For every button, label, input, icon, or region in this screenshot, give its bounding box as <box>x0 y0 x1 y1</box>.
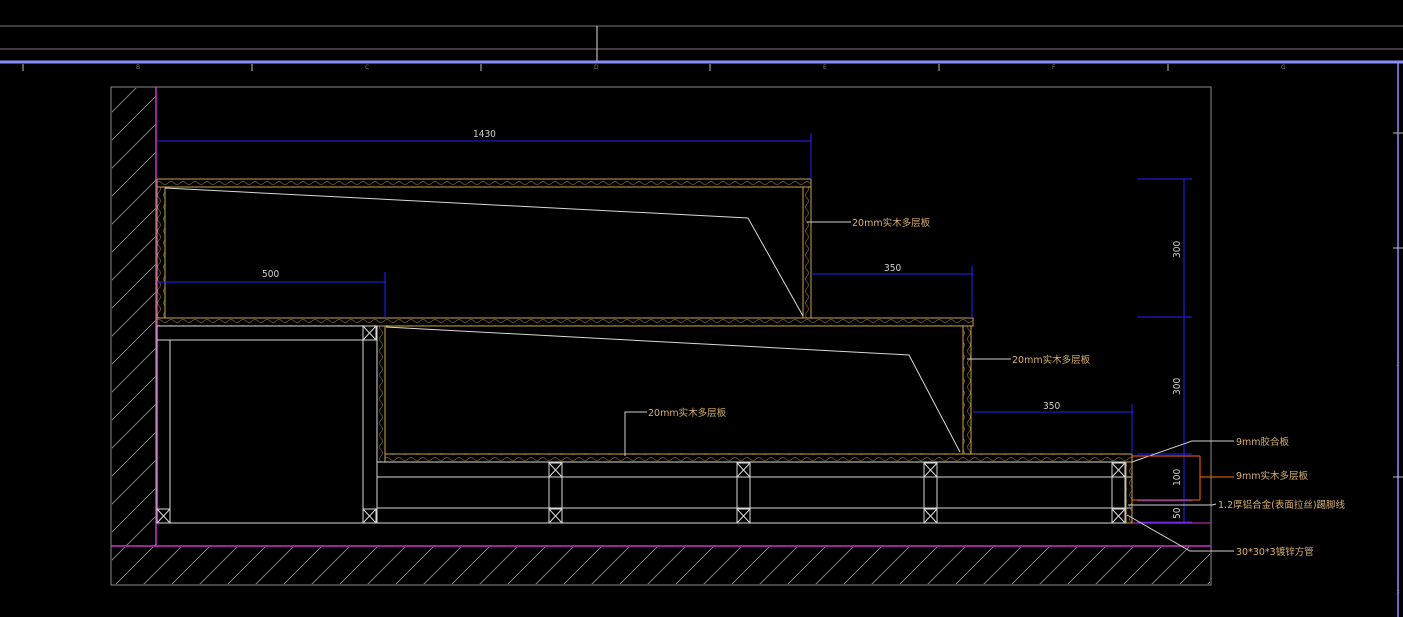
ruler-tick-2: 2 <box>1396 361 1400 368</box>
wall-section <box>112 87 157 546</box>
ruler-tick-1: 1 <box>1396 130 1400 137</box>
top-frame-lines <box>0 25 1403 62</box>
dim-height-lower: 300 <box>1172 378 1183 395</box>
ruler-tick-c: C <box>365 64 369 71</box>
note-board-upper: 20mm实木多层板 <box>852 217 931 229</box>
ruler-tick-d: D <box>594 64 599 71</box>
dim-height-foot: 50 <box>1172 507 1183 519</box>
dim-height-base: 100 <box>1172 469 1183 486</box>
upper-tier <box>156 178 812 319</box>
drawing-frame <box>110 86 1212 586</box>
note-board-middle: 20mm实木多层板 <box>1012 354 1091 366</box>
annotation-leaders <box>624 221 1234 552</box>
dim-mid-shelf: 500 <box>262 269 279 280</box>
ruler-tick-f: F <box>1052 64 1056 71</box>
callout-bracket <box>1132 455 1234 501</box>
floor-section <box>111 522 1211 584</box>
ruler-tick-g: G <box>1281 64 1286 71</box>
steel-tube-sections <box>156 325 1126 524</box>
dimension-lines <box>157 133 1192 523</box>
top-ruler[interactable]: B C D E F G 1 2 3 <box>0 60 1403 617</box>
middle-tier <box>156 317 974 524</box>
dim-step-lower: 350 <box>1043 401 1060 412</box>
note-steel-tube: 30*30*3镀锌方管 <box>1236 546 1314 558</box>
ruler-tick-b: B <box>136 64 140 71</box>
ruler-tick-3: 3 <box>1396 589 1400 596</box>
note-board-lower: 20mm实木多层板 <box>648 407 727 419</box>
note-alu-trim: 1.2厚铝合金(表面拉丝)踢脚线 <box>1218 499 1346 511</box>
lower-tier <box>376 453 1133 524</box>
note-plywood-9: 9mm胶合板 <box>1236 436 1290 448</box>
ruler-tick-e: E <box>823 64 827 71</box>
dim-top-width: 1430 <box>473 129 496 140</box>
dim-height-upper: 300 <box>1172 241 1183 258</box>
dim-step-upper: 350 <box>884 263 901 274</box>
note-solid-9: 9mm实木多层板 <box>1236 470 1309 482</box>
